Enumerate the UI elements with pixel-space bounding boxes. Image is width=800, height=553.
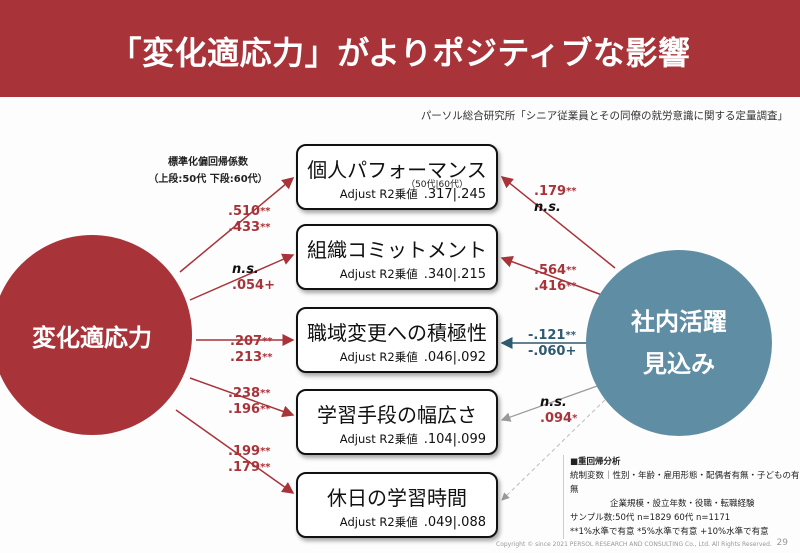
node-right-line-1: 社内活躍	[631, 308, 727, 336]
legend-line-2: （上段:50代 下段:60代）	[148, 174, 268, 185]
adj-label: Adjust R2乗値	[339, 267, 418, 281]
notes-line-1: 統制変数｜性別・年齢・雇用形態・配偶者有無・子どもの有	[570, 471, 800, 481]
source-citation: パーソル総合研究所「シニア従業員とその同僚の就労意識に関する定量調査」	[420, 110, 788, 122]
box-learning-breadth: 学習手段の幅広さ Adjust R2乗値 .104|.099	[296, 389, 498, 455]
coef-top: .207	[230, 334, 263, 349]
coef-bottom-stars: **	[262, 352, 273, 363]
adj-label: Adjust R2乗値	[339, 432, 418, 446]
coef-bottom-stars: +	[264, 278, 275, 293]
coef-right-2: .564** .416**	[534, 263, 577, 295]
arrow-left-1	[179, 177, 295, 273]
arrow-right-2	[500, 256, 603, 296]
coef-top-stars: **	[260, 388, 271, 399]
coef-top-stars: **	[260, 446, 271, 457]
notes-head: ■重回帰分析	[570, 457, 621, 467]
coef-bottom: .179	[228, 460, 261, 475]
node-change-adaptability: 変化適応力	[0, 235, 192, 435]
coef-bottom: .196	[228, 402, 261, 417]
coef-bottom-stars: *	[572, 413, 578, 424]
coef-left-4: .238** .196**	[228, 386, 271, 418]
coef-top-stars: **	[566, 186, 577, 197]
box-title: 学習手段の幅広さ	[317, 403, 477, 427]
coef-top-stars: **	[565, 330, 576, 341]
box-holiday-learning: 休日の学習時間 Adjust R2乗値 .049|.088	[296, 472, 498, 538]
coef-bottom: .054	[232, 278, 265, 293]
coef-top: n.s.	[232, 262, 259, 277]
notes-line-5: **1%水準で有意 *5%水準で有意 +10%水準で有意	[570, 527, 769, 537]
box-title: 職域変更への積極性	[307, 321, 487, 345]
coef-right-4: n.s. .094*	[540, 395, 577, 427]
notes-line-2: 無	[570, 485, 579, 495]
coef-top: n.s.	[540, 395, 567, 410]
coef-bottom-stars: **	[260, 222, 271, 233]
coef-left-3: .207** .213**	[230, 334, 273, 366]
box-sub: （50代|60代）	[406, 180, 468, 190]
coef-bottom-stars: **	[566, 281, 577, 292]
coef-left-1: .510** .433**	[228, 204, 271, 236]
box-org-commitment: 組織コミットメント Adjust R2乗値 .340|.215	[296, 224, 498, 290]
coef-top: .179	[534, 184, 567, 199]
coef-right-3: -.121** -.060+	[528, 328, 576, 360]
coef-top: .510	[228, 204, 261, 219]
box-individual-performance: 個人パフォーマンス （50代|60代） Adjust R2乗値 .317|.245	[296, 144, 498, 210]
coef-bottom-stars: **	[260, 462, 271, 473]
notes-line-3: 企業規模・設立年数・役職・転職経験	[610, 499, 755, 509]
adj-value: .340|.215	[423, 267, 486, 282]
coef-top: .199	[228, 444, 261, 459]
coef-right-1: .179** n.s.	[534, 184, 577, 216]
coef-bottom: .433	[228, 220, 261, 235]
adj-label: Adjust R2乗値	[339, 187, 418, 201]
coef-left-5: .199** .179**	[228, 444, 271, 476]
coef-top: .238	[228, 386, 261, 401]
node-internal-success: 社内活躍 見込み	[586, 250, 772, 436]
adj-label: Adjust R2乗値	[339, 350, 418, 364]
coef-bottom: -.060	[528, 344, 566, 359]
analysis-notes: ■重回帰分析 統制変数｜性別・年齢・雇用形態・配偶者有無・子どもの有 無 企業規…	[563, 455, 800, 539]
coef-top-stars: **	[260, 206, 271, 217]
arrow-right-1	[500, 176, 616, 269]
node-left-label: 変化適応力	[32, 323, 152, 352]
coef-top: .564	[534, 263, 567, 278]
box-title: 休日の学習時間	[327, 486, 467, 510]
box-adjust-r2: Adjust R2乗値 .340|.215	[340, 266, 486, 282]
header-bar	[0, 0, 800, 97]
arrow-left-2	[189, 253, 295, 301]
coef-top-stars: **	[566, 265, 577, 276]
box-title: 個人パフォーマンス	[307, 158, 487, 182]
page-number: 29	[776, 538, 788, 548]
adj-label: Adjust R2乗値	[339, 515, 418, 529]
coef-bottom: n.s.	[534, 200, 561, 215]
coef-top-stars: **	[262, 336, 273, 347]
legend-line-1: 標準化偏回帰係数	[168, 157, 248, 168]
node-right-line-2: 見込み	[643, 350, 715, 378]
box-adjust-r2: Adjust R2乗値 .049|.088	[340, 514, 486, 530]
arrow-left-4	[189, 377, 295, 418]
box-role-change: 職域変更への積極性 Adjust R2乗値 .046|.092	[296, 307, 498, 373]
arrow-right-4	[500, 384, 601, 422]
adj-value: .046|.092	[423, 350, 486, 365]
notes-line-4: サンプル数:50代 n=1829 60代 n=1171	[570, 513, 731, 523]
box-adjust-r2: Adjust R2乗値 .046|.092	[340, 349, 486, 365]
box-adjust-r2: Adjust R2乗値 .104|.099	[340, 431, 486, 447]
coef-top: -.121	[528, 328, 566, 343]
coef-bottom: .094	[540, 411, 573, 426]
coef-left-2: n.s. .054+	[232, 262, 275, 294]
coef-bottom-stars: **	[260, 404, 271, 415]
adj-value: .317|.245	[423, 187, 486, 202]
adj-value: .104|.099	[423, 432, 486, 447]
coef-bottom: .416	[534, 279, 567, 294]
page-title: 「変化適応力」がよりポジティブな影響	[109, 34, 691, 72]
box-adjust-r2: Adjust R2乗値 .317|.245	[340, 186, 486, 202]
coef-bottom-stars: +	[565, 344, 577, 359]
box-title: 組織コミットメント	[307, 238, 487, 262]
copyright-footer: Copyright © since 2021 PERSOL RESEARCH A…	[496, 541, 772, 548]
legend-note: 標準化偏回帰係数 （上段:50代 下段:60代）	[148, 154, 268, 188]
arrow-left-5	[175, 409, 295, 494]
adj-value: .049|.088	[423, 515, 486, 530]
coef-bottom: .213	[230, 350, 263, 365]
